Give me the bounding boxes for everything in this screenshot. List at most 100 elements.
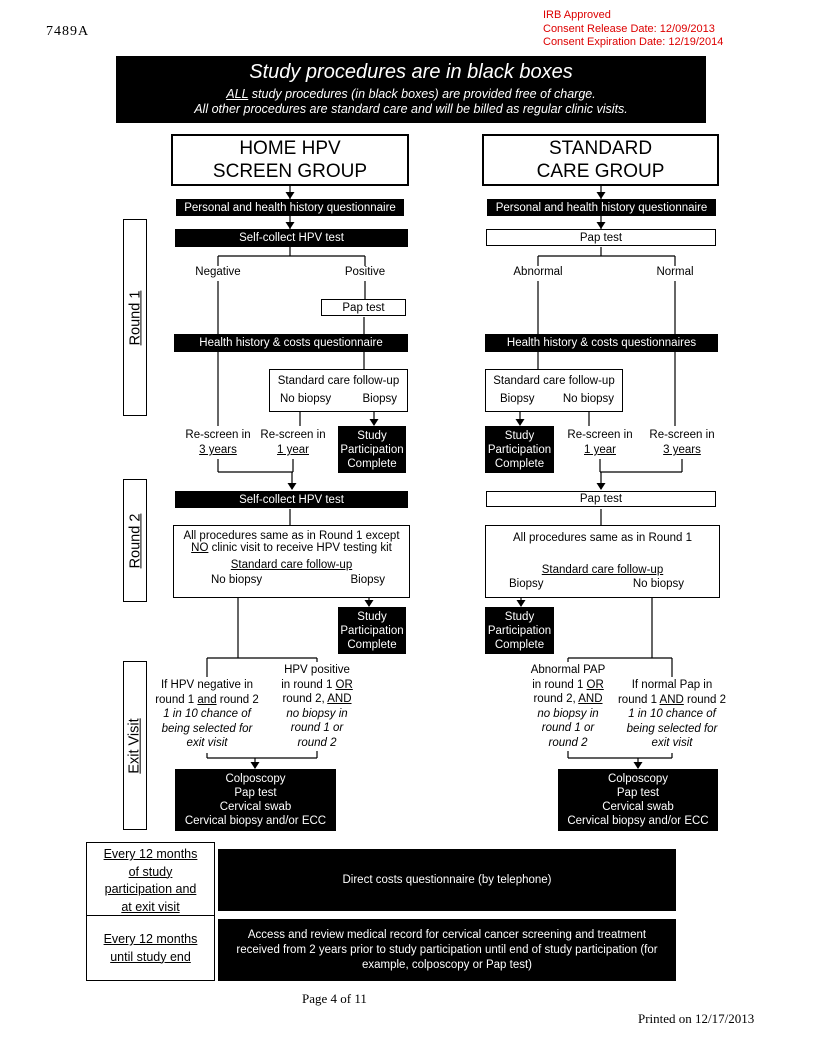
banner: Study procedures are in black boxes ALL … bbox=[116, 56, 706, 123]
condition-italic-line: being selected for bbox=[161, 722, 253, 735]
standard-followup-no-biopsy-label: No biopsy bbox=[562, 393, 614, 405]
standard-round2-box: All procedures same as in Round 1 Standa… bbox=[485, 525, 720, 598]
group-header-standard: STANDARD CARE GROUP bbox=[482, 134, 719, 186]
standard-study-complete-round1: Study Participation Complete bbox=[485, 426, 554, 473]
standard-round2-pap-bar: Pap test bbox=[486, 491, 716, 507]
standard-followup-title: Standard care follow-up bbox=[493, 375, 615, 387]
condition-italic-line: exit visit bbox=[186, 737, 228, 749]
condition-line: Abnormal PAP bbox=[530, 664, 606, 676]
standard-rescreen-3years: Re-screen in 3 years bbox=[632, 428, 732, 458]
side-label-round2: Round 2 bbox=[123, 479, 147, 602]
condition-line: round 2, AND bbox=[282, 693, 352, 705]
standard-normal-label: Normal bbox=[656, 266, 694, 278]
rescreen-line: Re-screen in bbox=[185, 429, 251, 441]
banner-line1-underlined: ALL bbox=[226, 87, 249, 101]
home-followup-box: Standard care follow-up No biopsy Biopsy bbox=[269, 369, 408, 412]
side-label-round1: Round 1 bbox=[123, 219, 147, 416]
condition-italic-line: round 2 bbox=[548, 736, 588, 749]
home-round2-followup-title: Standard care follow-up bbox=[230, 559, 353, 571]
home-followup-biopsy-label: Biopsy bbox=[362, 393, 397, 405]
home-rescreen-1year: Re-screen in 1 year bbox=[243, 428, 343, 458]
rescreen-line: Re-screen in bbox=[649, 429, 715, 441]
home-rescreen-3years: Re-screen in 3 years bbox=[168, 428, 268, 458]
home-exit-condition-left: If HPV negative in round 1 and round 2 1… bbox=[141, 678, 273, 751]
condition-italic-line: no biopsy in bbox=[537, 707, 599, 720]
standard-round2-followup-title: Standard care follow-up bbox=[541, 564, 664, 576]
condition-line: in round 1 OR bbox=[532, 678, 604, 691]
home-followup-title: Standard care follow-up bbox=[277, 375, 400, 387]
legend-table: Every 12 months of study participation a… bbox=[86, 842, 215, 981]
condition-italic-line: round 1 or bbox=[290, 722, 344, 734]
home-round2-box: All procedures same as in Round 1 except… bbox=[173, 525, 410, 598]
home-round2-line2-rest: clinic visit to receive HPV testing kit bbox=[208, 542, 392, 554]
footer-page-number: Page 4 of 11 bbox=[302, 991, 367, 1006]
standard-round2-line1: All procedures same as in Round 1 bbox=[513, 532, 692, 544]
condition-line: in round 1 OR bbox=[281, 678, 353, 691]
legend-row1-label: Every 12 months of study participation a… bbox=[87, 843, 214, 916]
home-exit-procedures-box: Colposcopy Pap test Cervical swab Cervic… bbox=[175, 769, 336, 831]
condition-line: round 2, AND bbox=[533, 693, 603, 705]
home-negative-label: Negative bbox=[195, 266, 241, 278]
home-round2-line1: All procedures same as in Round 1 except bbox=[183, 530, 400, 542]
standard-health-costs-bar: Health history & costs questionnaires bbox=[485, 334, 718, 352]
condition-italic-line: exit visit bbox=[651, 737, 693, 749]
rescreen-line: Re-screen in bbox=[260, 429, 326, 441]
standard-study-complete-round2: Study Participation Complete bbox=[485, 607, 554, 654]
rescreen-interval: 1 year bbox=[584, 444, 616, 456]
condition-line: If normal Pap in bbox=[631, 679, 713, 691]
condition-line: round 1 and round 2 bbox=[155, 693, 259, 706]
home-round2-no: NO bbox=[191, 542, 209, 554]
rescreen-interval: 1 year bbox=[277, 444, 309, 456]
rescreen-interval: 3 years bbox=[663, 444, 701, 456]
condition-line: round 1 AND round 2 bbox=[617, 693, 727, 706]
legend-medical-record-text: Access and review medical record for cer… bbox=[236, 928, 658, 971]
legend-direct-costs-text: Direct costs questionnaire (by telephone… bbox=[342, 873, 552, 886]
condition-line: If HPV negative in bbox=[160, 679, 254, 691]
condition-line: HPV positive bbox=[284, 664, 350, 676]
printed-date: Printed on 12/17/2013 bbox=[638, 1011, 755, 1026]
condition-italic-line: round 1 or bbox=[541, 722, 595, 734]
home-study-complete-round2: Study Participation Complete bbox=[338, 607, 406, 654]
standard-rescreen-1year: Re-screen in 1 year bbox=[550, 428, 650, 458]
home-round2-biopsy-label: Biopsy bbox=[350, 574, 385, 586]
banner-line1: ALL study procedures (in black boxes) ar… bbox=[116, 87, 706, 101]
condition-italic-line: 1 in 10 chance of bbox=[628, 708, 716, 720]
standard-pap-test-bar: Pap test bbox=[486, 229, 716, 246]
round1-label-text: Round 1 bbox=[127, 290, 144, 345]
home-hpv-test-bar: Self-collect HPV test bbox=[175, 229, 408, 247]
condition-italic-line: no biopsy in bbox=[286, 707, 348, 720]
legend-row2-label: Every 12 months until study end bbox=[103, 932, 198, 964]
banner-line2: All other procedures are standard care a… bbox=[194, 102, 628, 116]
standard-followup-biopsy-label: Biopsy bbox=[500, 393, 535, 405]
home-pap-test-box: Pap test bbox=[321, 299, 406, 316]
banner-line1-rest: study procedures (in black boxes) are pr… bbox=[248, 87, 596, 101]
standard-exit-condition-right: If normal Pap in round 1 AND round 2 1 i… bbox=[606, 678, 738, 751]
irb-release-date: Consent Release Date: 12/09/2013 bbox=[543, 22, 715, 35]
banner-title: Study procedures are in black boxes bbox=[249, 61, 573, 83]
legend-medical-record-box: Access and review medical record for cer… bbox=[218, 919, 676, 981]
home-exit-condition-right: HPV positive in round 1 OR round 2, AND … bbox=[251, 663, 383, 750]
round2-label-text: Round 2 bbox=[127, 513, 144, 568]
condition-italic-line: round 2 bbox=[297, 736, 337, 749]
standard-abnormal-label: Abnormal bbox=[513, 266, 563, 278]
standard-exit-condition-left: Abnormal PAP in round 1 OR round 2, AND … bbox=[502, 663, 634, 750]
rescreen-interval: 3 years bbox=[199, 444, 237, 456]
condition-italic-line: being selected for bbox=[626, 722, 718, 735]
irb-expiration-date: Consent Expiration Date: 12/19/2014 bbox=[543, 36, 724, 48]
document-number: 7489A bbox=[46, 24, 90, 39]
standard-round2-biopsy-label: Biopsy bbox=[509, 578, 544, 590]
home-positive-label: Positive bbox=[344, 266, 386, 278]
standard-personal-questionnaire-bar: Personal and health history questionnair… bbox=[487, 199, 716, 216]
standard-followup-box: Standard care follow-up Biopsy No biopsy bbox=[485, 369, 623, 412]
irb-approval-note: IRB Approved Consent Release Date: 12/09… bbox=[543, 9, 723, 50]
home-round2-line2: NO clinic visit to receive HPV testing k… bbox=[174, 542, 409, 554]
home-personal-questionnaire-bar: Personal and health history questionnair… bbox=[176, 199, 404, 216]
group-header-home: HOME HPV SCREEN GROUP bbox=[171, 134, 409, 186]
standard-exit-procedures-box: Colposcopy Pap test Cervical swab Cervic… bbox=[558, 769, 718, 831]
home-round2-test-bar: Self-collect HPV test bbox=[175, 491, 408, 508]
standard-round2-no-biopsy-label: No biopsy bbox=[632, 578, 684, 590]
rescreen-line: Re-screen in bbox=[567, 429, 633, 441]
legend-direct-costs-box: Direct costs questionnaire (by telephone… bbox=[218, 849, 676, 911]
home-health-costs-bar: Health history & costs questionnaire bbox=[174, 334, 408, 352]
